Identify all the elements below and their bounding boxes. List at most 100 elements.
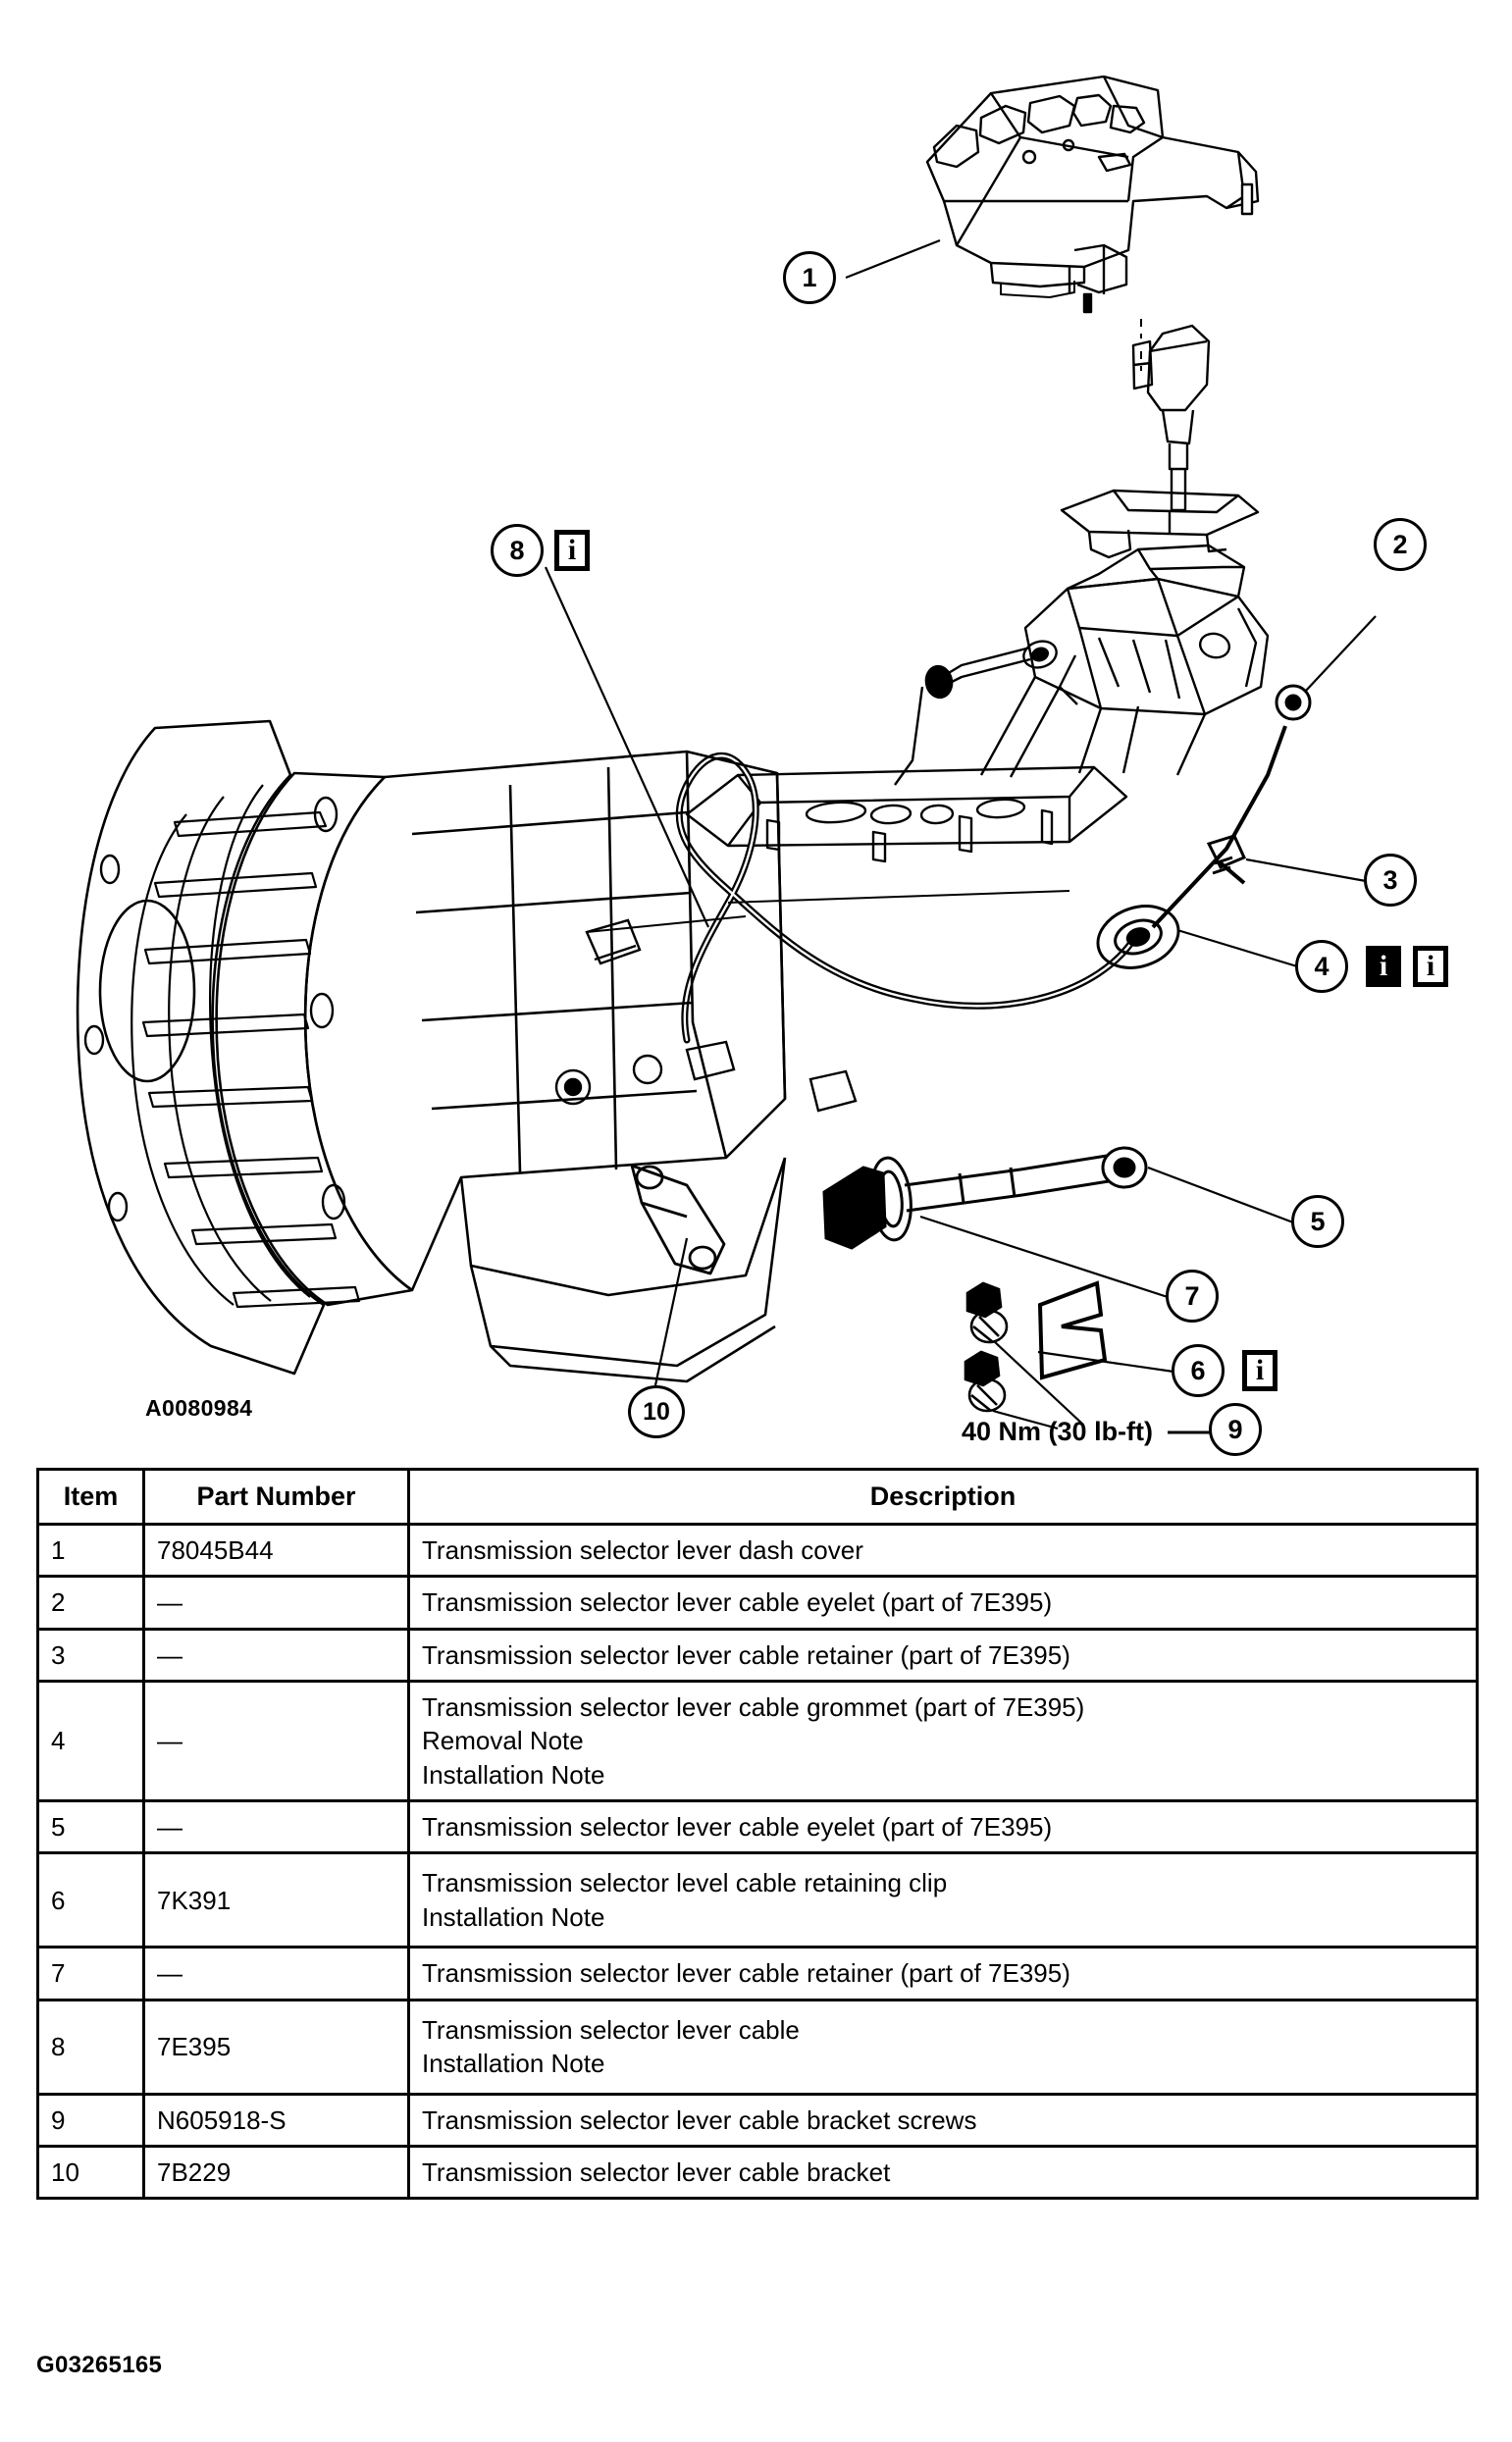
- cell-part-number: 78045B44: [142, 1522, 410, 1579]
- table-header-row: Item Part Number Description: [36, 1468, 1479, 1526]
- leader-9a: [994, 1341, 1084, 1426]
- shift-boot-bezel: [1060, 489, 1260, 559]
- cell-description: Transmission selector lever cable retain…: [407, 1627, 1479, 1683]
- description-line: Installation Note: [422, 1759, 605, 1790]
- callout-7[interactable]: 7: [1166, 1270, 1219, 1323]
- description-line: Transmission selector lever cable eyelet…: [422, 1811, 1053, 1842]
- shift-lever-knob: [1131, 324, 1211, 512]
- cell-item: 10: [36, 2144, 145, 2201]
- leader-10: [653, 1237, 689, 1386]
- callout-9[interactable]: 9: [1209, 1403, 1262, 1456]
- header-description: Description: [407, 1468, 1479, 1526]
- description-line: Transmission selector level cable retain…: [422, 1868, 948, 1898]
- description-line: Transmission selector lever cable: [422, 2014, 800, 2045]
- description-line: Removal Note: [422, 1726, 584, 1756]
- callout-5[interactable]: 5: [1291, 1195, 1344, 1248]
- leader-5: [1147, 1166, 1294, 1224]
- callout-6[interactable]: 6: [1172, 1344, 1225, 1397]
- leader-1: [845, 238, 941, 280]
- bracket-screws: [964, 1281, 1009, 1413]
- figure-id-label: A0080984: [145, 1395, 253, 1421]
- table-row: 5— Transmission selector lever cable eyel…: [36, 1798, 1479, 1855]
- cell-part-number: —: [142, 1627, 410, 1683]
- transmission-case: [76, 719, 787, 1383]
- callout-10[interactable]: 10: [628, 1385, 685, 1438]
- torque-leader: [1168, 1430, 1211, 1434]
- cell-item: 6: [36, 1851, 145, 1949]
- callout-8[interactable]: 8: [491, 524, 544, 577]
- description-line: Transmission selector lever cable bracke…: [422, 2156, 891, 2187]
- cell-item: 8: [36, 1998, 145, 2096]
- leader-8: [544, 566, 710, 928]
- cell-description: Transmission selector lever cable bracke…: [407, 2092, 1479, 2148]
- callout-4[interactable]: 4: [1295, 940, 1348, 993]
- cell-part-number: —: [142, 1798, 410, 1855]
- table-row: 4—Transmission selector lever cable grom…: [36, 1679, 1479, 1802]
- cell-item: 7: [36, 1946, 145, 2001]
- leader-9b: [992, 1409, 1059, 1430]
- callout-3[interactable]: 3: [1364, 854, 1417, 907]
- cell-description: Transmission selector lever cable bracke…: [407, 2144, 1479, 2201]
- case-hardware-details: [554, 918, 858, 1113]
- selector-lever-cable-inner: [677, 754, 1135, 1042]
- dash-cover-part: [925, 75, 1260, 314]
- selector-cable-rod-upper: [1151, 725, 1287, 929]
- description-line: Transmission selector lever cable bracke…: [422, 2104, 977, 2135]
- cell-description: Transmission selector lever cable eyelet…: [407, 1798, 1479, 1855]
- description-line: Transmission selector lever cable retain…: [422, 1639, 1070, 1670]
- table-row: 2— Transmission selector lever cable eyel…: [36, 1575, 1479, 1631]
- leader-2: [1304, 615, 1377, 693]
- shifter-support-struts: [894, 676, 1207, 786]
- torque-spec-label: 40 Nm (30 lb-ft): [962, 1417, 1154, 1446]
- sheet-code-label: G03265165: [36, 2352, 163, 2378]
- description-line: Installation Note: [422, 2049, 605, 2078]
- leader-3: [1245, 857, 1367, 883]
- cell-item: 3: [36, 1627, 145, 1683]
- cell-description: Transmission selector level cable retain…: [407, 1851, 1479, 1949]
- cell-part-number: —: [142, 1679, 410, 1802]
- info-icon-outline-item6[interactable]: i: [1242, 1350, 1277, 1391]
- description-line: Transmission selector lever cable eyelet…: [422, 1587, 1053, 1618]
- cable-grommet: [1096, 905, 1180, 969]
- manual-control-lever-shaft: [822, 1146, 1148, 1250]
- cell-item: 5: [36, 1798, 145, 1855]
- cable-retaining-clip: [1037, 1280, 1108, 1380]
- callout-1[interactable]: 1: [783, 251, 836, 304]
- description-line: Installation Note: [422, 1901, 605, 1932]
- cell-part-number: —: [142, 1575, 410, 1631]
- callout-2[interactable]: 2: [1374, 518, 1427, 571]
- table-row: 3— Transmission selector lever cable reta…: [36, 1627, 1479, 1683]
- shifter-bracket-assembly: [924, 544, 1270, 716]
- info-icon-outline-item8[interactable]: i: [554, 530, 590, 571]
- cell-description: Transmission selector lever cable retain…: [407, 1946, 1479, 2001]
- cell-part-number: 7B229: [142, 2144, 410, 2201]
- cell-description: Transmission selector lever cable eyelet…: [407, 1575, 1479, 1631]
- cell-part-number: 7K391: [142, 1851, 410, 1949]
- misc-leaders: [586, 890, 1070, 933]
- leader-7: [919, 1215, 1169, 1299]
- cell-item: 1: [36, 1522, 145, 1579]
- cell-item: 9: [36, 2092, 145, 2148]
- cell-part-number: N605918-S: [142, 2092, 410, 2148]
- info-icon-filled-item4[interactable]: i: [1366, 946, 1401, 987]
- cell-item: 2: [36, 1575, 145, 1631]
- info-icon-outline-item4[interactable]: i: [1413, 946, 1448, 987]
- cell-description: Transmission selector lever cable gromme…: [407, 1679, 1479, 1802]
- transmission-assembly-drawing: [76, 75, 1377, 1430]
- exploded-view-illustration: A0080984: [76, 75, 1377, 1430]
- description-line: Transmission selector lever cable retain…: [422, 1958, 1070, 1989]
- leader-6: [1037, 1350, 1174, 1374]
- cell-description: Transmission selector lever dash cover: [407, 1522, 1479, 1579]
- cable-retainer-3: [1206, 834, 1247, 875]
- header-item: Item: [36, 1468, 145, 1526]
- cell-part-number: —: [142, 1946, 410, 2001]
